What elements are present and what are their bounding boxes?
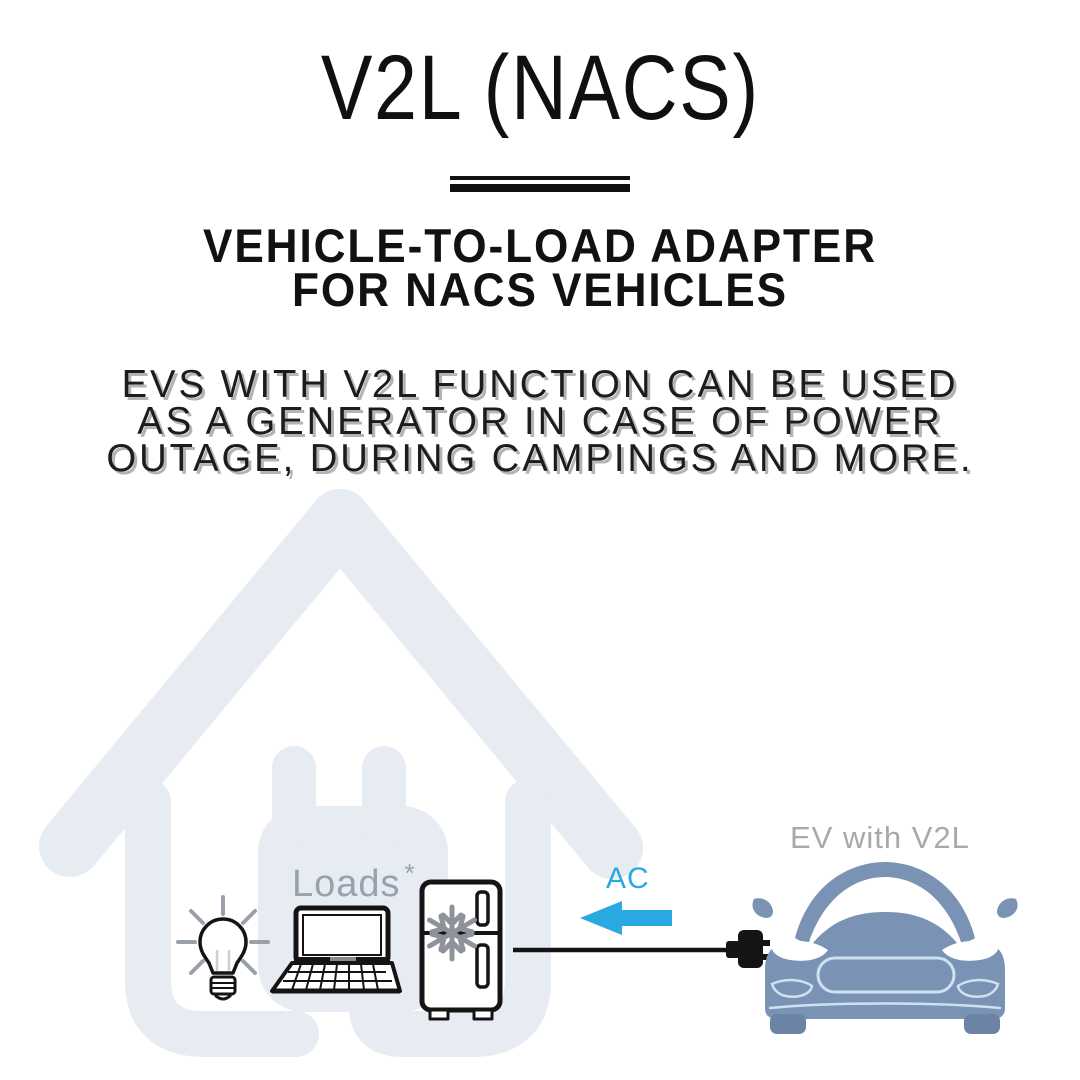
subtitle: VEHICLE-TO-LOAD ADAPTER FOR NACS VEHICLE… [0, 219, 1080, 316]
snowflake-icon [425, 904, 479, 962]
divider-line-thick [450, 184, 630, 192]
loads-footnote-marker: * [404, 858, 416, 888]
ev-car-icon [752, 862, 1018, 1034]
description-line-2: AS A GENERATOR IN CASE OF POWER [137, 400, 943, 443]
description-line-1: EVS WITH V2L FUNCTION CAN BE USED [121, 363, 959, 406]
lightbulb-icon [176, 895, 270, 1001]
divider-lines [0, 176, 1080, 192]
page-title: V2L (NACS) [320, 37, 760, 139]
house-icon [39, 489, 643, 1057]
subtitle-line-2: FOR NACS VEHICLES [292, 263, 788, 316]
ac-arrow-icon [580, 901, 672, 935]
cable-plug-icon [513, 930, 770, 968]
subtitle-line-1: VEHICLE-TO-LOAD ADAPTER [202, 219, 878, 272]
loads-label: Loads* [292, 858, 416, 906]
ac-label: AC [606, 862, 650, 895]
ev-with-v2l-label: EV with V2L [790, 820, 970, 855]
divider-line-thin [450, 176, 630, 180]
laptop-icon [270, 905, 402, 994]
description: EVS WITH V2L FUNCTION CAN BE USED AS A G… [0, 363, 1080, 480]
header: V2L (NACS) [0, 36, 1080, 141]
loads-label-text: Loads [292, 863, 401, 905]
description-line-3: OUTAGE, DURING CAMPINGS AND MORE. [106, 437, 974, 480]
fridge-icon [419, 879, 503, 1021]
